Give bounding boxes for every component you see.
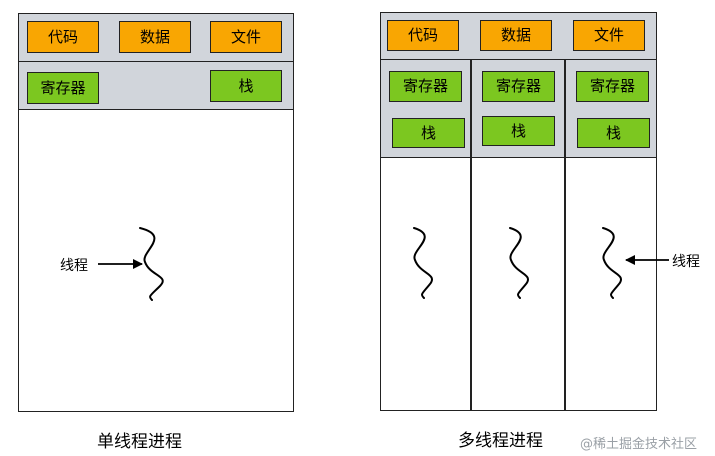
single-stack-box: 栈 [210,70,282,102]
multi-thread-caption: 多线程进程 [458,431,543,451]
thread-2-stack-box: 栈 [482,116,555,146]
thread-2-squiggle [509,227,529,299]
single-register-box: 寄存器 [27,72,99,104]
thread-divider [564,59,566,411]
thread-3-stack-box: 栈 [577,118,650,148]
multi-code-box: 代码 [387,20,459,51]
thread-1-stack-box: 栈 [392,118,465,148]
thread-divider [470,59,472,411]
single-thread-caption: 单线程进程 [97,432,182,452]
thread-1-register-box: 寄存器 [389,71,462,102]
thread-1-squiggle [413,227,433,299]
multi-data-box: 数据 [480,20,552,51]
multi-thread-label: 线程 [672,254,700,270]
single-thread-label: 线程 [60,258,88,274]
thread-3-register-box: 寄存器 [576,71,649,102]
multi-thread-body [380,157,657,411]
single-code-box: 代码 [27,21,99,53]
multi-file-box: 文件 [573,20,645,51]
single-thread-squiggle [139,227,164,301]
single-file-box: 文件 [210,21,282,53]
single-data-box: 数据 [119,21,191,53]
watermark: @稀土掘金技术社区 [580,437,698,452]
single-thread-body [18,109,294,412]
thread-2-register-box: 寄存器 [482,71,555,102]
thread-3-squiggle [602,227,622,299]
